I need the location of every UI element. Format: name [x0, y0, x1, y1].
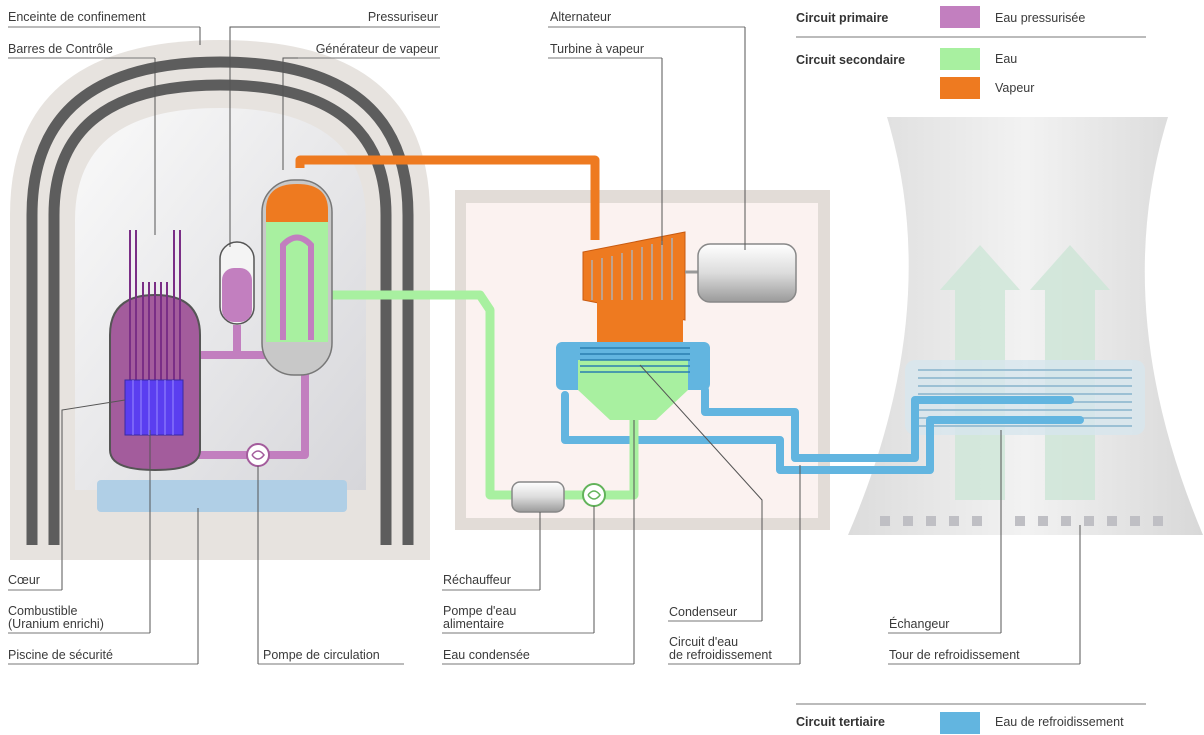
legend-primaire-swatch: [940, 6, 980, 28]
label-pressuriseur: Pressuriseur: [368, 10, 438, 24]
legend-eau-swatch: [940, 48, 980, 70]
leader-lines: [8, 26, 1081, 665]
label-pompe-circulation: Pompe de circulation: [263, 648, 380, 662]
legend-eau-item: Eau: [995, 52, 1017, 66]
legend-tertiaire-item: Eau de refroidissement: [995, 715, 1124, 729]
label-barres: Barres de Contrôle: [8, 42, 113, 56]
feed-pump-icon: [582, 483, 606, 507]
label-pompe-eau-1: Pompe d'eau: [443, 604, 516, 618]
legend: Circuit primaire Eau pressurisée Circuit…: [796, 6, 1146, 734]
label-circuit-eau-2: de refroidissement: [669, 648, 772, 662]
label-circuit-eau-1: Circuit d'eau: [669, 635, 738, 649]
circulation-pump-icon: [246, 443, 270, 467]
legend-primaire-item: Eau pressurisée: [995, 11, 1085, 25]
label-tour: Tour de refroidissement: [889, 648, 1020, 662]
label-alternateur: Alternateur: [550, 10, 611, 24]
label-echangeur: Échangeur: [889, 616, 949, 631]
legend-vapeur-swatch: [940, 77, 980, 99]
label-turbine: Turbine à vapeur: [550, 42, 644, 56]
label-piscine: Piscine de sécurité: [8, 648, 113, 662]
label-rechauffeur: Réchauffeur: [443, 573, 511, 587]
labels: Enceinte de confinement Barres de Contrô…: [8, 10, 1020, 662]
reactor-core: [124, 379, 184, 436]
reheater: [511, 481, 565, 513]
label-coeur: Cœur: [8, 573, 40, 587]
label-combustible-1: Combustible: [8, 604, 78, 618]
label-combustible-2: (Uranium enrichi): [8, 617, 104, 631]
primary-circuit: [109, 230, 309, 472]
label-enceinte: Enceinte de confinement: [8, 10, 146, 24]
label-pompe-eau-2: alimentaire: [443, 617, 504, 631]
label-eau-condensee: Eau condensée: [443, 648, 530, 662]
legend-secondaire-title: Circuit secondaire: [796, 53, 905, 67]
alternator: [697, 243, 797, 303]
control-rods-icon: [129, 230, 181, 390]
steam-turbine: [582, 231, 686, 321]
secondary-circuit: [261, 155, 797, 513]
tertiary-circuit: [561, 386, 1084, 474]
label-condenseur: Condenseur: [669, 605, 737, 619]
label-generateur: Générateur de vapeur: [316, 42, 438, 56]
legend-tertiaire-swatch: [940, 712, 980, 734]
tower-air-inlets: [880, 516, 1163, 526]
legend-tertiaire-title: Circuit tertiaire: [796, 715, 885, 729]
legend-vapeur-item: Vapeur: [995, 81, 1034, 95]
legend-primaire-title: Circuit primaire: [796, 11, 888, 25]
safety-pool: [97, 480, 347, 512]
